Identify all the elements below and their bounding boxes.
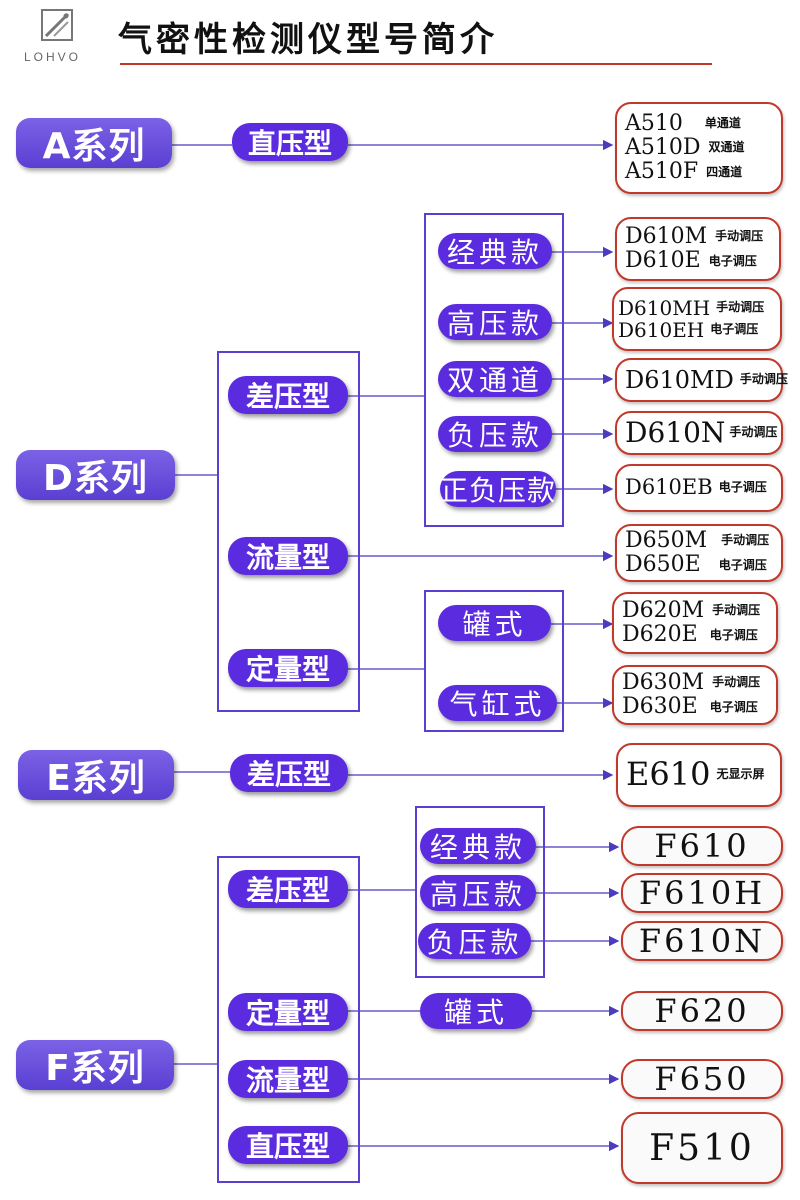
type-d-quant: 定量型 xyxy=(228,649,348,687)
sub-d-cyl: 气缸式 xyxy=(438,685,557,721)
model-note: 电子调压 xyxy=(718,557,767,572)
model-code: D620E xyxy=(622,622,698,647)
model-box-d650: D650M 手动调压 D650E 电子调压 xyxy=(615,524,783,582)
f-type-group xyxy=(217,856,360,1183)
type-d-diff: 差压型 xyxy=(228,376,348,414)
model-box-f650: F650 xyxy=(621,1059,783,1099)
sub-d-neg: 负压款 xyxy=(438,416,552,452)
f-diff-sub-group xyxy=(415,806,545,978)
sub-d-tank: 罐式 xyxy=(438,605,551,641)
sub-d-high: 高压款 xyxy=(438,304,552,340)
model-code: D610MD xyxy=(625,365,734,394)
model-note: 手动调压 xyxy=(729,425,778,440)
type-f-diff: 差压型 xyxy=(228,870,348,908)
model-code: D610E xyxy=(625,248,701,273)
model-note: 双通道 xyxy=(708,140,745,155)
model-box-e610: E610 无显示屏 xyxy=(616,743,782,807)
model-box-f610h: F610H xyxy=(621,873,783,913)
sub-f-high: 高压款 xyxy=(420,875,536,911)
series-a: A系列 xyxy=(16,118,172,168)
type-d-flow: 流量型 xyxy=(228,537,348,575)
model-box-f610n: F610N xyxy=(621,921,783,961)
sub-f-tank: 罐式 xyxy=(420,993,532,1029)
model-code: A510 xyxy=(625,110,683,136)
model-note: 手动调压 xyxy=(712,603,761,618)
type-f-flow: 流量型 xyxy=(228,1060,348,1098)
d-type-group xyxy=(217,351,360,712)
model-box-d620: D620M 手动调压 D620E 电子调压 xyxy=(612,592,778,654)
sub-d-posneg: 正负压款 xyxy=(440,471,556,507)
model-code: D620M xyxy=(622,597,705,623)
series-e: E系列 xyxy=(18,750,174,800)
model-note: 手动调压 xyxy=(712,675,761,690)
sub-f-classic: 经典款 xyxy=(420,828,536,864)
model-box-d610md: D610MD 手动调压 xyxy=(615,358,788,402)
sub-f-neg: 负压款 xyxy=(418,923,531,959)
model-note: 手动调压 xyxy=(715,229,764,244)
type-f-quant: 定量型 xyxy=(228,993,348,1031)
model-box-a510: A510 单通道 A510D 双通道 A510F 四通道 xyxy=(615,102,783,194)
model-note: 单通道 xyxy=(704,116,741,131)
type-f-direct: 直压型 xyxy=(228,1126,348,1164)
model-note: 电子调压 xyxy=(709,699,758,714)
model-code: A510F xyxy=(625,159,699,185)
brand-name: LOHVO xyxy=(24,50,82,64)
d-quant-sub-group xyxy=(424,590,564,732)
model-code: E610 xyxy=(626,755,711,794)
model-code: D650E xyxy=(625,552,701,577)
model-box-d630: D630M 手动调压 D630E 电子调压 xyxy=(612,665,778,725)
series-f: F系列 xyxy=(16,1040,174,1090)
sub-d-dual: 双通道 xyxy=(438,361,552,397)
model-note: 电子调压 xyxy=(710,322,759,337)
model-code: D610EH xyxy=(618,318,705,342)
model-box-d610eb: D610EB 电子调压 xyxy=(615,464,783,512)
model-box-d610: D610M 手动调压 D610E 电子调压 xyxy=(615,217,781,281)
model-note: 手动调压 xyxy=(739,372,788,387)
model-note: 四通道 xyxy=(706,164,743,179)
model-box-d610h: D610MH 手动调压 D610EH 电子调压 xyxy=(612,287,782,351)
d-diff-sub-group xyxy=(424,213,564,527)
model-box-f510: F510 xyxy=(621,1112,783,1184)
lohvo-logo-icon xyxy=(41,9,73,41)
page-title: 气密性检测仪型号简介 xyxy=(118,20,498,60)
model-code: D650M xyxy=(625,527,708,553)
model-note: 电子调压 xyxy=(708,253,757,268)
model-code: D610MH xyxy=(618,296,711,320)
model-code: D610M xyxy=(625,223,708,249)
title-underline xyxy=(120,63,712,65)
model-code: D610N xyxy=(625,415,726,449)
type-e-diff: 差压型 xyxy=(230,754,348,792)
model-note: 无显示屏 xyxy=(716,767,765,782)
sub-d-classic: 经典款 xyxy=(438,233,552,269)
model-note: 手动调压 xyxy=(716,300,765,315)
model-code: D610EB xyxy=(625,475,713,500)
model-code: D630E xyxy=(622,694,698,719)
model-box-f610: F610 xyxy=(621,826,783,866)
series-d: D系列 xyxy=(16,450,175,500)
model-code: A510D xyxy=(625,134,701,160)
model-note: 电子调压 xyxy=(709,627,758,642)
model-box-f620: F620 xyxy=(621,991,783,1031)
model-code: D630M xyxy=(622,669,705,695)
model-note: 电子调压 xyxy=(718,480,767,495)
model-note: 手动调压 xyxy=(721,533,770,548)
type-a-direct: 直压型 xyxy=(232,123,348,161)
